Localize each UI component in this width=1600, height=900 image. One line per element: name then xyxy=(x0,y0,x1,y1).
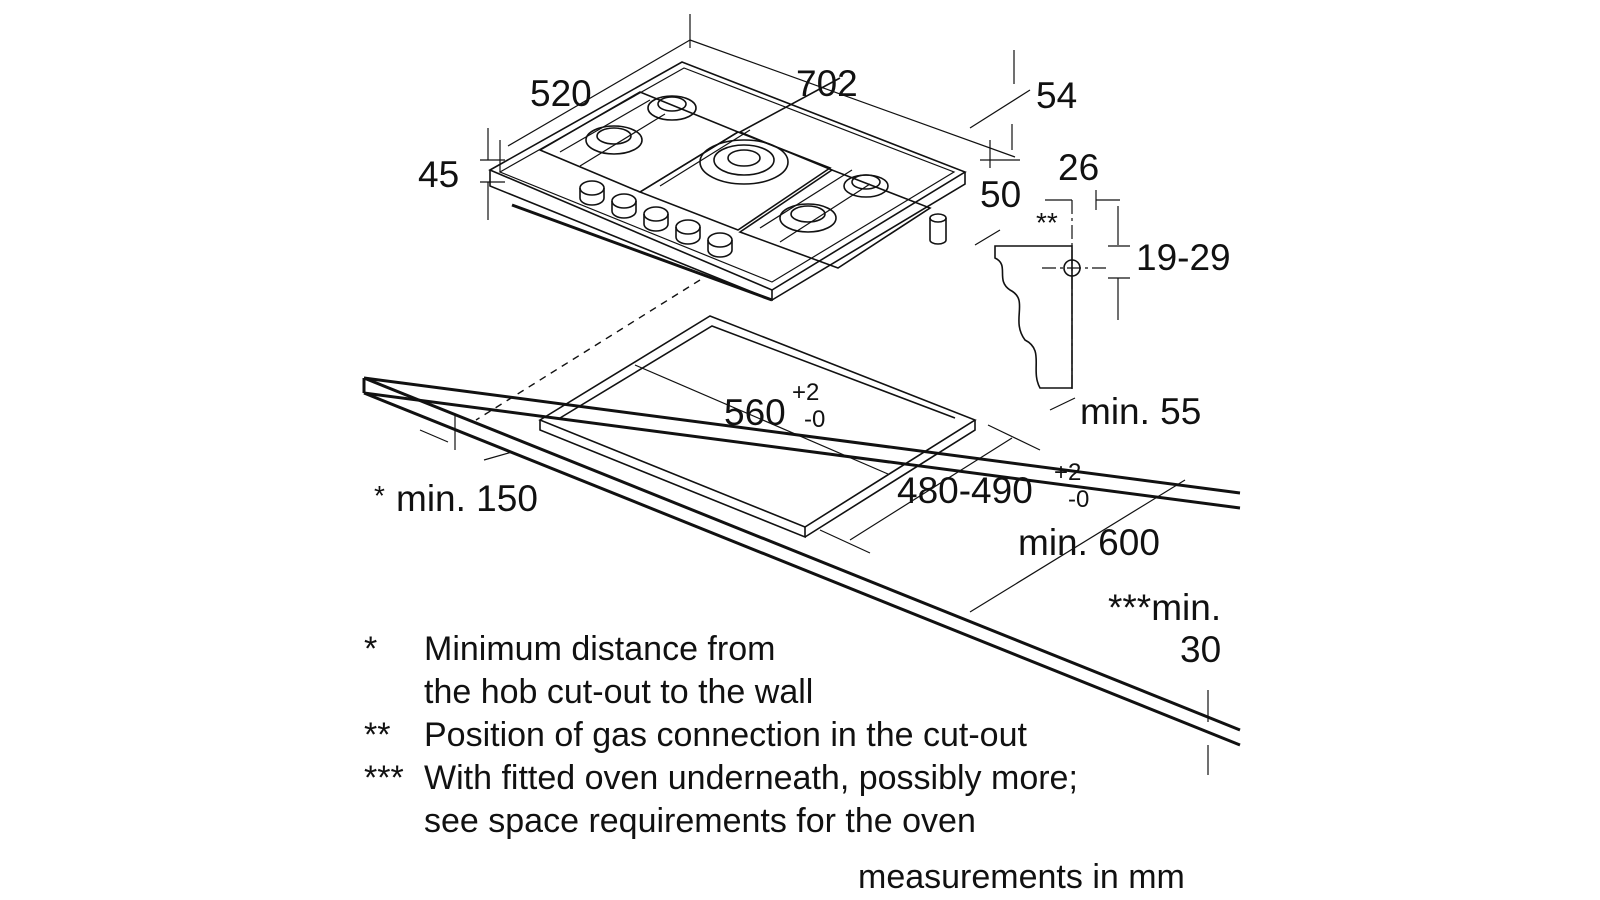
note-1-line-1: Minimum distance from xyxy=(424,630,775,668)
note-3-mark: *** xyxy=(364,759,404,797)
note-3-line-1: With fitted oven underneath, possibly mo… xyxy=(424,759,1078,797)
footer-units: measurements in mm xyxy=(858,858,1185,896)
note-1-line-2: the hob cut-out to the wall xyxy=(424,673,813,711)
dim-cutout-width-tol-minus: -0 xyxy=(804,406,825,433)
dim-depth: 520 xyxy=(530,73,592,114)
burner-rear-left xyxy=(647,95,697,121)
dim-width: 702 xyxy=(796,63,858,104)
control-knobs xyxy=(579,180,733,258)
burner-front-right xyxy=(779,203,837,233)
gas-connector xyxy=(929,218,947,245)
note-2-mark: ** xyxy=(364,716,390,754)
dim-cutout-depth-tol-plus: +2 xyxy=(1054,459,1081,486)
dim-cutout-width: 560 xyxy=(724,392,786,433)
dim-connection-star: ** xyxy=(1036,207,1058,238)
worktop-drawing xyxy=(362,315,1241,747)
dim-cutout-width-tol-plus: +2 xyxy=(792,379,819,406)
burner-wok xyxy=(699,139,789,185)
dim-min-wall: min. 150 xyxy=(396,478,538,519)
note-3-line-2: see space requirements for the oven xyxy=(424,802,976,840)
dim-height: 45 xyxy=(418,154,459,195)
hob-drawing xyxy=(475,61,967,421)
burner-front-left xyxy=(585,125,643,155)
note-2-line-1: Position of gas connection in the cut-ou… xyxy=(424,716,1027,754)
dim-cutout-depth: 480-490 xyxy=(897,470,1033,511)
dim-min-rear: min. 55 xyxy=(1080,391,1201,432)
dim-rear-offset: 54 xyxy=(1036,75,1077,116)
notes: * Minimum distance from the hob cut-out … xyxy=(364,630,1078,840)
dim-connection-x: 26 xyxy=(1058,147,1099,188)
dimension-lines xyxy=(419,14,1209,775)
dim-min-worktop: min. 600 xyxy=(1018,522,1160,563)
dim-min-wall-star: * xyxy=(374,480,385,511)
dim-side-offset: 50 xyxy=(980,174,1021,215)
dim-min-thickness-2: 30 xyxy=(1180,629,1221,670)
dim-cutout-depth-tol-minus: -0 xyxy=(1068,486,1089,513)
gas-connection-detail xyxy=(994,200,1106,390)
hob-grate-right xyxy=(738,169,932,269)
dim-min-thickness-1: ***min. xyxy=(1108,587,1221,628)
note-1-mark: * xyxy=(364,630,377,668)
dim-connection-y: 19-29 xyxy=(1136,237,1231,278)
